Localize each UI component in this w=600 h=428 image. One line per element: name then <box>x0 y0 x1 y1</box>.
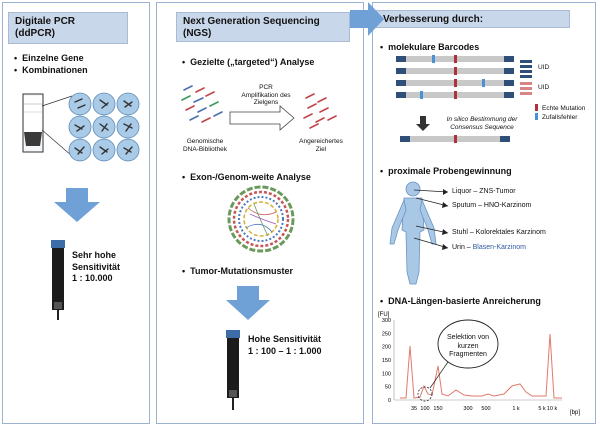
insilico-label-line1: In silico Bestimmung der <box>446 116 518 123</box>
x-tick-label: 5 k <box>538 406 546 412</box>
bullet-dna-laengen: DNA-Längen-basierte Anreicherung <box>380 296 541 307</box>
legend-random-error: Zufallsfehler <box>542 114 578 121</box>
header-ngs: Next Generation Sequencing (NGS) <box>176 12 350 42</box>
column-probe-ddpcr <box>51 240 65 320</box>
library-label-line1: Genomische <box>186 138 224 145</box>
x-tick-label: 10 k <box>547 406 558 412</box>
header-ngs-title: Next Generation Sequencing <box>183 16 320 27</box>
result-ddpcr-line1: Sehr hohe <box>72 250 117 260</box>
column-probe-ngs <box>226 330 240 410</box>
bullet-kombinationen: Kombinationen <box>14 65 88 76</box>
result-ddpcr-line3: 1 : 10.000 <box>72 273 113 283</box>
enriched-label-line1: Angereichertes <box>299 138 343 145</box>
pcr-label: PCR Amplifikation des Zielgens <box>236 84 296 107</box>
human-body-illustration <box>389 181 437 285</box>
arrow-down-ddpcr <box>54 188 100 222</box>
fragment-selection-marker <box>417 386 433 402</box>
bullet-proximale: proximale Probengewinnung <box>380 166 512 177</box>
bullet-tumor-muster: Tumor-Mutationsmuster <box>182 266 293 277</box>
label-sputum-dst: HNO-Karzinom <box>483 202 532 209</box>
label-liquor: Liquor – ZNS-Tumor <box>452 188 516 195</box>
header-ddpcr-subtitle: (ddPCR) <box>15 28 55 39</box>
ddpcr-illustration <box>22 92 140 162</box>
result-ddpcr-line2: Sensitivität <box>72 261 121 272</box>
barcode-reads-illustration <box>396 55 538 143</box>
legend-true-mutation: Echte Mutation <box>542 105 586 112</box>
header-ddpcr: Digitale PCR (ddPCR) <box>8 12 128 44</box>
header-verbesserung-title: Verbesserung durch: <box>383 14 484 25</box>
chart-x-label: [bp] <box>570 410 580 416</box>
header-ngs-subtitle: (NGS) <box>183 28 212 39</box>
enriched-label: Angereichertes Ziel <box>296 138 346 153</box>
bullet-einzelne-gene: Einzelne Gene <box>14 53 84 64</box>
y-tick-label: 200 <box>382 345 391 351</box>
legend-uid-2: UID <box>538 84 550 91</box>
x-tick-label: 500 <box>481 406 490 412</box>
legend-uid-1: UID <box>538 64 550 71</box>
pcr-label-line1: PCR <box>259 84 273 91</box>
callout-text: Selektion von kurzen Fragmenten <box>438 334 498 360</box>
header-arrow-icon <box>350 2 384 36</box>
label-sputum-src: Sputum <box>452 202 477 209</box>
body-connector-lines <box>413 189 449 250</box>
y-tick-label: 100 <box>382 371 391 377</box>
label-sputum: Sputum – HNO-Karzinom <box>452 202 532 209</box>
enriched-label-line2: Ziel <box>315 145 327 153</box>
bullet-barcodes: molekulare Barcodes <box>380 42 479 53</box>
library-label: Genomische DNA-Bibliothek <box>176 138 234 153</box>
x-tick-label: 300 <box>463 406 472 412</box>
result-ngs: Hohe Sensitivität 1 : 100 – 1 : 1.000 <box>248 334 322 357</box>
label-urin-dst: Blasen-Karzinom <box>472 244 526 251</box>
label-urin: Urin – Blasen-Karzinom <box>452 244 526 251</box>
label-stuhl-src: Stuhl <box>452 229 468 236</box>
result-ngs-line2: 1 : 100 – 1 : 1.000 <box>248 345 322 356</box>
header-verbesserung: Verbesserung durch: <box>376 10 570 28</box>
label-liquor-dst: ZNS-Tumor <box>479 188 516 195</box>
y-tick-label: 0 <box>388 398 391 404</box>
circos-plot-icon <box>227 185 295 253</box>
arrow-down-ngs <box>226 286 270 320</box>
library-label-line2: DNA-Bibliothek <box>182 145 228 153</box>
callout-line1: Selektion von <box>446 334 490 341</box>
x-tick-label: 100 <box>420 406 429 412</box>
bullet-targeted: Gezielte („targeted“) Analyse <box>182 57 314 68</box>
label-stuhl-dst: Kolorektales Karzinom <box>475 229 546 236</box>
callout-bubble <box>437 319 499 369</box>
x-tick-label: 1 k <box>512 406 520 412</box>
y-tick-label: 150 <box>382 358 391 364</box>
pcr-label-line2: Amplifikation des <box>241 91 291 99</box>
panel-ngs <box>156 2 364 424</box>
targeted-illustration <box>181 85 337 131</box>
y-tick-label: 250 <box>382 331 391 337</box>
bullet-exome: Exon-/Genom-weite Analyse <box>182 172 311 183</box>
insilico-label-line2: Consensus Sequence <box>450 123 514 131</box>
y-tick-label: 50 <box>385 385 391 391</box>
x-tick-label: 150 <box>433 406 442 412</box>
pcr-label-line3: Zielgens <box>253 99 279 106</box>
x-tick-label: 35 <box>411 406 417 412</box>
insilico-label: In silico Bestimmung der Consensus Seque… <box>432 116 532 131</box>
result-ngs-line1: Hohe Sensitivität <box>248 334 322 344</box>
y-tick-label: 300 <box>382 318 391 324</box>
callout-line2: kurzen <box>457 342 479 350</box>
header-ddpcr-title: Digitale PCR <box>15 16 76 27</box>
label-urin-src: Urin <box>452 244 465 251</box>
label-stuhl: Stuhl – Kolorektales Karzinom <box>452 229 546 236</box>
chart-y-label: [FU] <box>378 312 390 318</box>
result-ddpcr: Sehr hohe Sensitivität 1 : 10.000 <box>72 250 120 285</box>
callout-line3: Fragmenten <box>449 351 487 358</box>
label-liquor-src: Liquor <box>452 188 472 195</box>
fu-trace <box>400 333 562 399</box>
